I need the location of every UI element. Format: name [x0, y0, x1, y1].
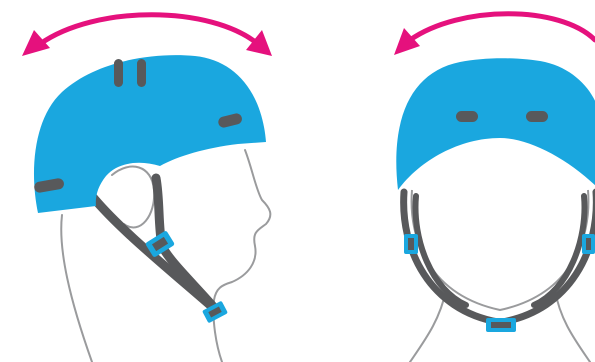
front-right-buckle-core — [586, 238, 591, 250]
front-strap-right-inner — [534, 196, 585, 305]
front-strap-right — [502, 192, 595, 322]
side-curved-double-arrow-icon — [40, 15, 258, 44]
side-view — [22, 15, 272, 362]
front-curved-double-arrow-icon — [410, 14, 595, 40]
side-helmet-shell — [34, 55, 266, 213]
front-helmet-shell — [396, 58, 595, 190]
front-arrow-head-left — [394, 28, 420, 55]
front-vent-left — [456, 111, 478, 122]
side-vent-top-1 — [114, 59, 123, 87]
front-view — [394, 14, 595, 362]
side-arrow-head-right — [246, 30, 272, 56]
front-left-buckle-core — [408, 238, 414, 250]
side-vent-top-2 — [137, 59, 146, 87]
front-vent-right — [526, 111, 548, 122]
front-strap-left-inner — [415, 196, 466, 305]
front-chin-buckle-core — [491, 322, 511, 328]
